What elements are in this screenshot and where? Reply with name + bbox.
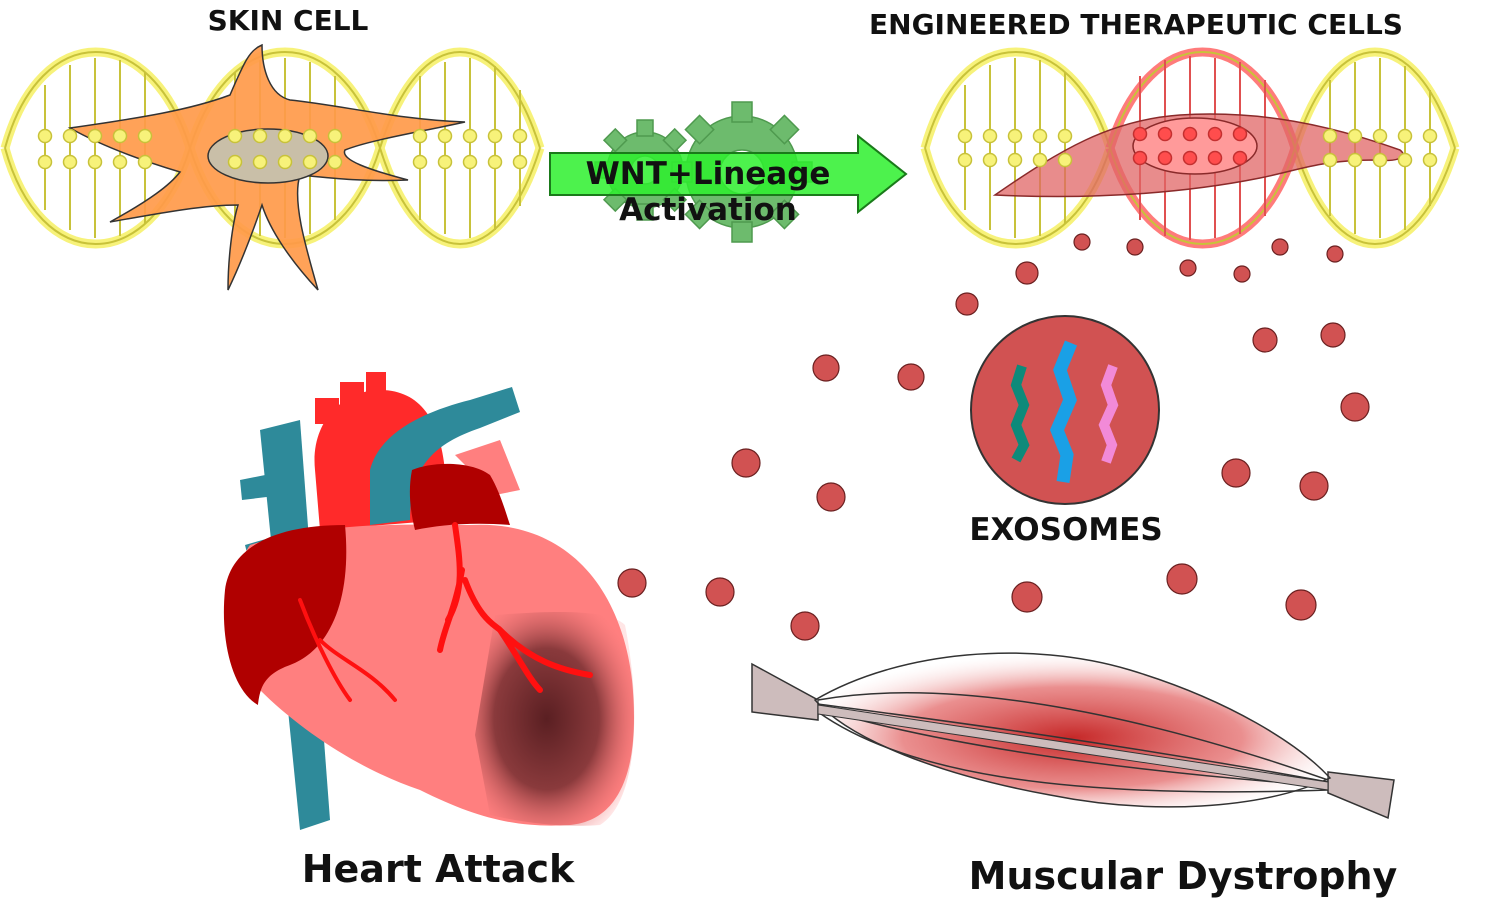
exosome-icon bbox=[970, 315, 1160, 505]
skin-cell-dna-bases bbox=[37, 128, 528, 170]
muscular-dystrophy-label: Muscular Dystrophy bbox=[969, 854, 1398, 898]
exosomes-label: EXOSOMES bbox=[969, 512, 1162, 548]
heart-icon bbox=[223, 372, 635, 830]
arrow-label-line2: Activation bbox=[619, 192, 797, 228]
arrow-right-icon bbox=[549, 133, 908, 215]
therapeutic-dna-bases bbox=[957, 126, 1438, 168]
heart-attack-label: Heart Attack bbox=[302, 847, 575, 891]
muscle-icon bbox=[751, 652, 1395, 820]
engineered-cells-label: ENGINEERED THERAPEUTIC CELLS bbox=[869, 8, 1403, 41]
exosome-dots bbox=[617, 233, 1370, 641]
skin-cell-label: SKIN CELL bbox=[208, 4, 369, 37]
arrow-label-line1: WNT+Lineage bbox=[586, 156, 831, 192]
therapeutic-cell-nucleus bbox=[1132, 117, 1258, 175]
